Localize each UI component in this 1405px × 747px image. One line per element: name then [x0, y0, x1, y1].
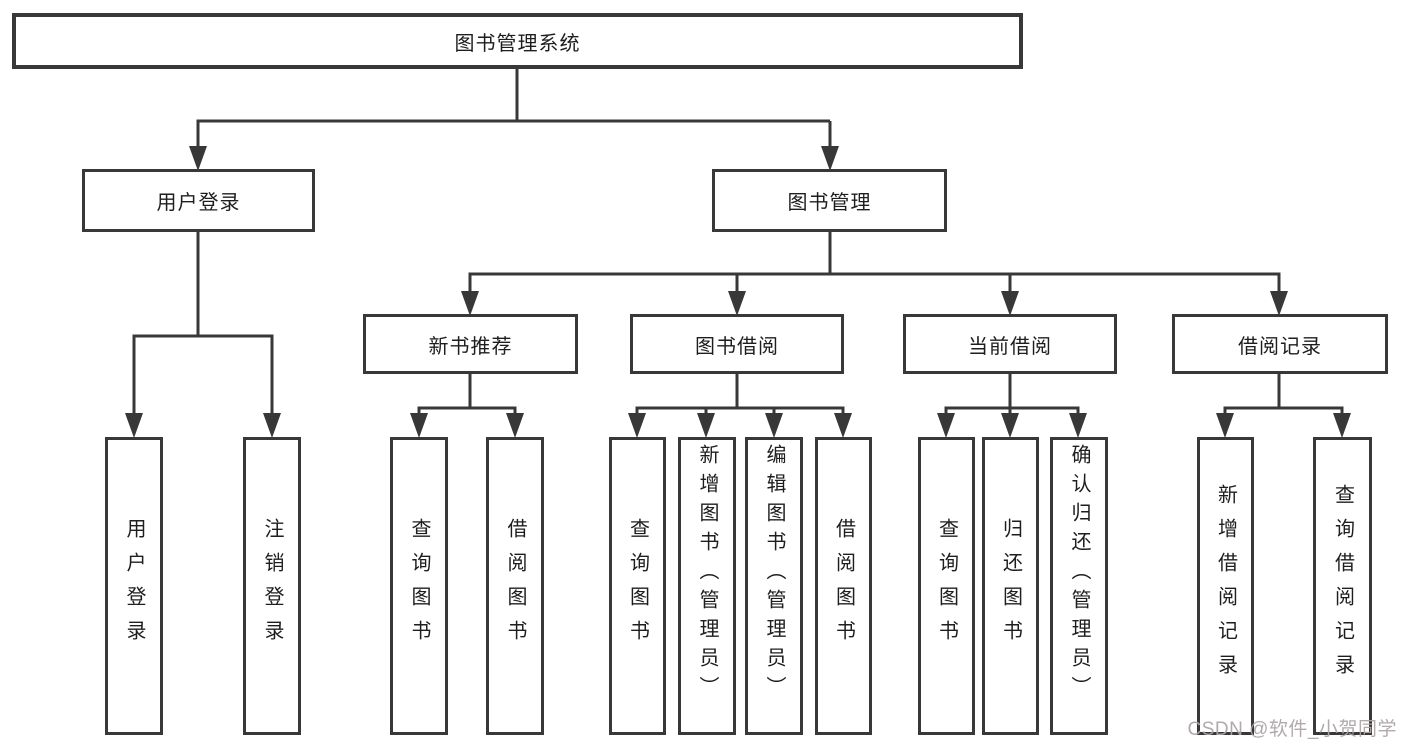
- leaf-borrow-books-1: 借阅图书: [486, 437, 544, 735]
- node-new-book-recommend: 新书推荐: [363, 314, 578, 374]
- leaf-query-books-3: 查询图书: [918, 437, 975, 735]
- leaf-query-borrow-record: 查询借阅记录: [1313, 437, 1372, 735]
- node-user-login: 用户登录: [82, 169, 315, 232]
- connector-borrow-records-children: [1216, 374, 1351, 438]
- node-root-system: 图书管理系统: [12, 13, 1023, 69]
- leaf-edit-books-admin: 编辑图书（管理员）: [745, 437, 803, 735]
- node-borrow-records: 借阅记录: [1172, 314, 1388, 374]
- leaf-add-borrow-record: 新增借阅记录: [1197, 437, 1254, 735]
- csdn-watermark: CSDN @软件_小贺同学: [1187, 719, 1397, 740]
- connector-current-borrow-children: [937, 374, 1087, 438]
- node-current-borrow: 当前借阅: [903, 314, 1117, 374]
- node-book-management: 图书管理: [712, 169, 947, 232]
- leaf-logout: 注销登录: [243, 437, 301, 735]
- connector-root-to-level2: [189, 68, 839, 171]
- leaf-return-books: 归还图书: [982, 437, 1039, 735]
- connector-user-login-children: [125, 232, 281, 438]
- leaf-confirm-return-admin: 确认归还（管理员）: [1050, 437, 1108, 735]
- connector-new-book-children: [410, 374, 524, 438]
- node-book-borrow: 图书借阅: [630, 314, 844, 374]
- leaf-borrow-books-2: 借阅图书: [815, 437, 872, 735]
- leaf-query-books-2: 查询图书: [609, 437, 666, 735]
- connector-book-mgmt-children: [461, 232, 1288, 316]
- leaf-user-login: 用户登录: [105, 437, 163, 735]
- connector-book-borrow-children: [628, 374, 852, 438]
- leaf-query-books-1: 查询图书: [390, 437, 448, 735]
- leaf-add-books-admin: 新增图书（管理员）: [678, 437, 736, 735]
